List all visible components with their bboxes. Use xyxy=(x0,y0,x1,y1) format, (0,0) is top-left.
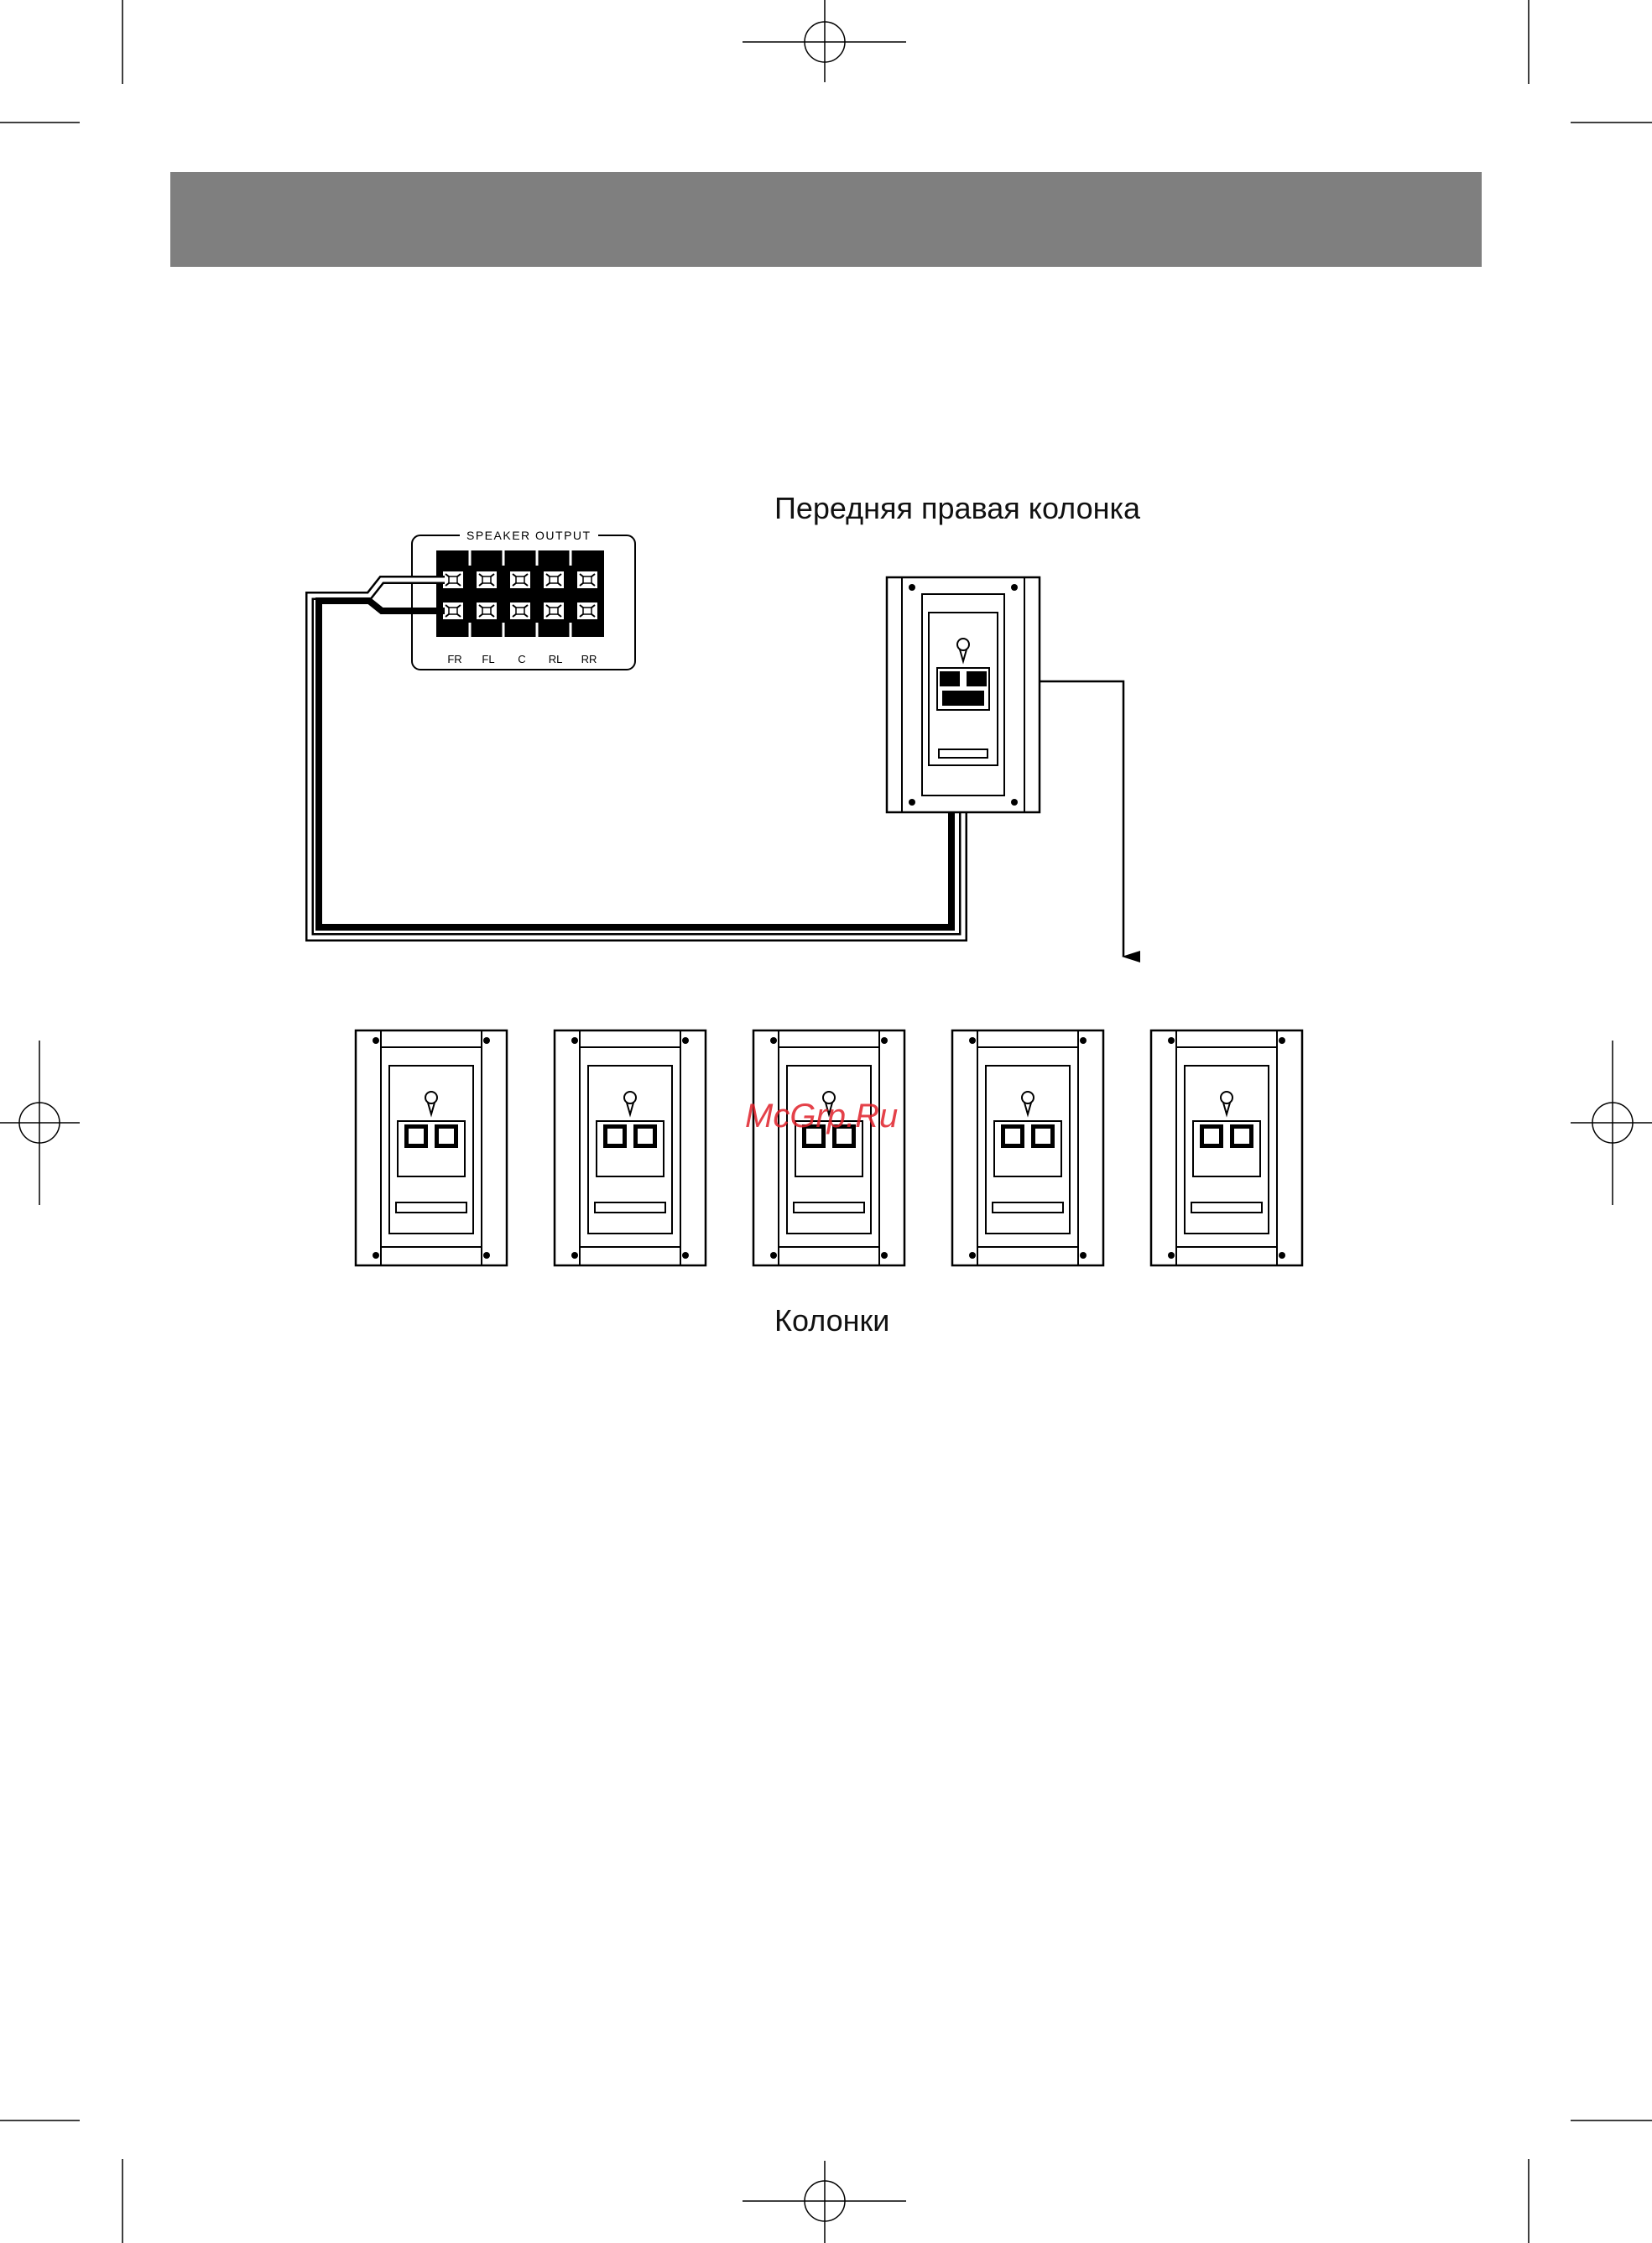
speaker-unit xyxy=(952,1030,1103,1265)
front-right-speaker-label: Передняя правая колонка xyxy=(774,491,1140,526)
speaker-unit xyxy=(555,1030,706,1265)
channel-label-c: C xyxy=(505,653,539,665)
connection-arrow xyxy=(1040,681,1123,957)
speaker-cable xyxy=(310,580,963,937)
speakers-row xyxy=(356,1030,1302,1265)
channel-label-fr: FR xyxy=(438,653,472,665)
channel-label-rl: RL xyxy=(539,653,572,665)
speaker-output-title: SPEAKER OUTPUT xyxy=(460,529,598,542)
channel-label-fl: FL xyxy=(472,653,505,665)
speaker-unit xyxy=(356,1030,507,1265)
front-right-speaker xyxy=(887,577,1040,812)
speaker-output-panel xyxy=(412,535,635,670)
speakers-label: Колонки xyxy=(774,1303,889,1338)
watermark: McGrp.Ru xyxy=(745,1098,898,1135)
speaker-unit xyxy=(753,1030,904,1265)
speaker-unit xyxy=(1151,1030,1302,1265)
channel-label-rr: RR xyxy=(572,653,606,665)
